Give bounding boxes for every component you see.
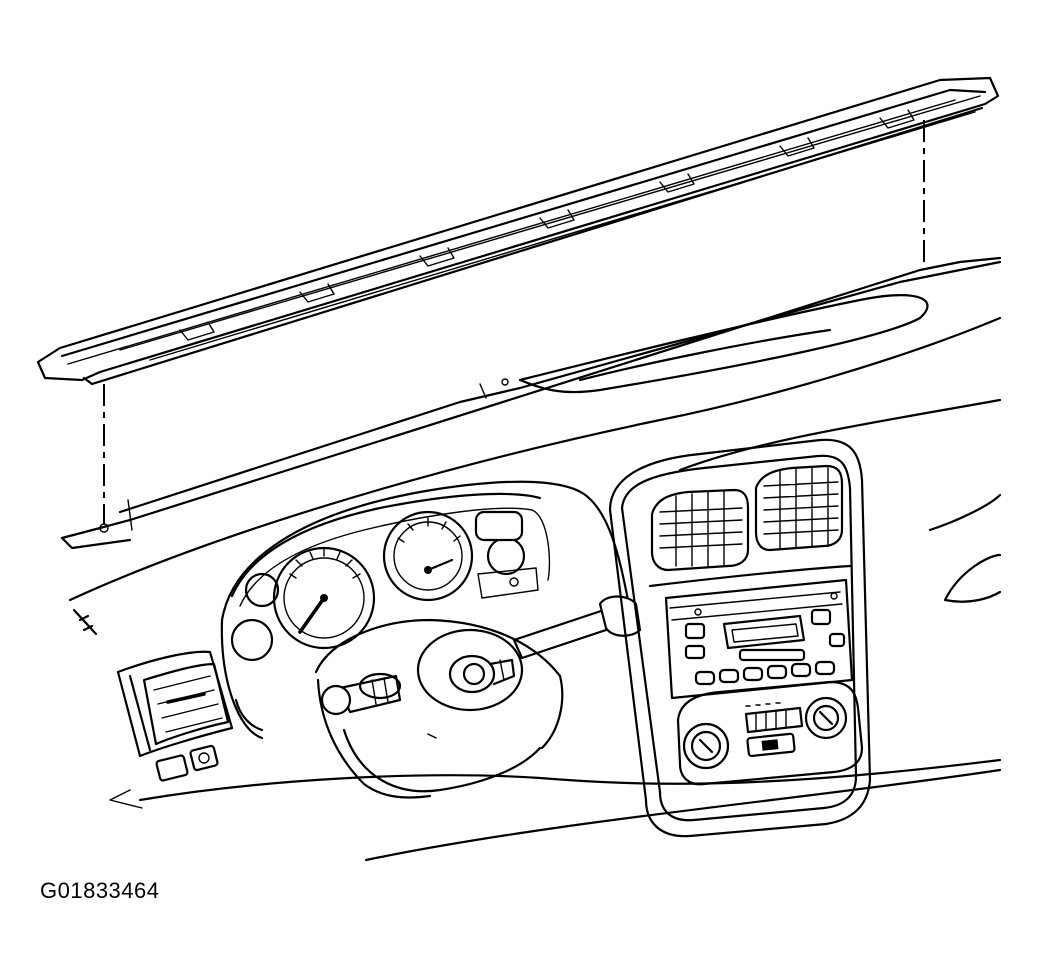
upper-trim-panel: [36, 76, 1000, 386]
center-air-vents: [648, 464, 852, 588]
figure-caption: G01833464: [40, 878, 160, 903]
radio-unit: [664, 578, 854, 700]
dashboard-body: [60, 256, 1002, 862]
headlamp-switch: [155, 744, 219, 782]
left-air-vent: [72, 608, 234, 758]
instrument-cluster: [220, 480, 630, 740]
alignment-lines: [103, 120, 925, 524]
center-console: [608, 438, 872, 838]
climate-control-panel: [676, 680, 864, 786]
steering-wheel-assembly: [314, 595, 642, 799]
